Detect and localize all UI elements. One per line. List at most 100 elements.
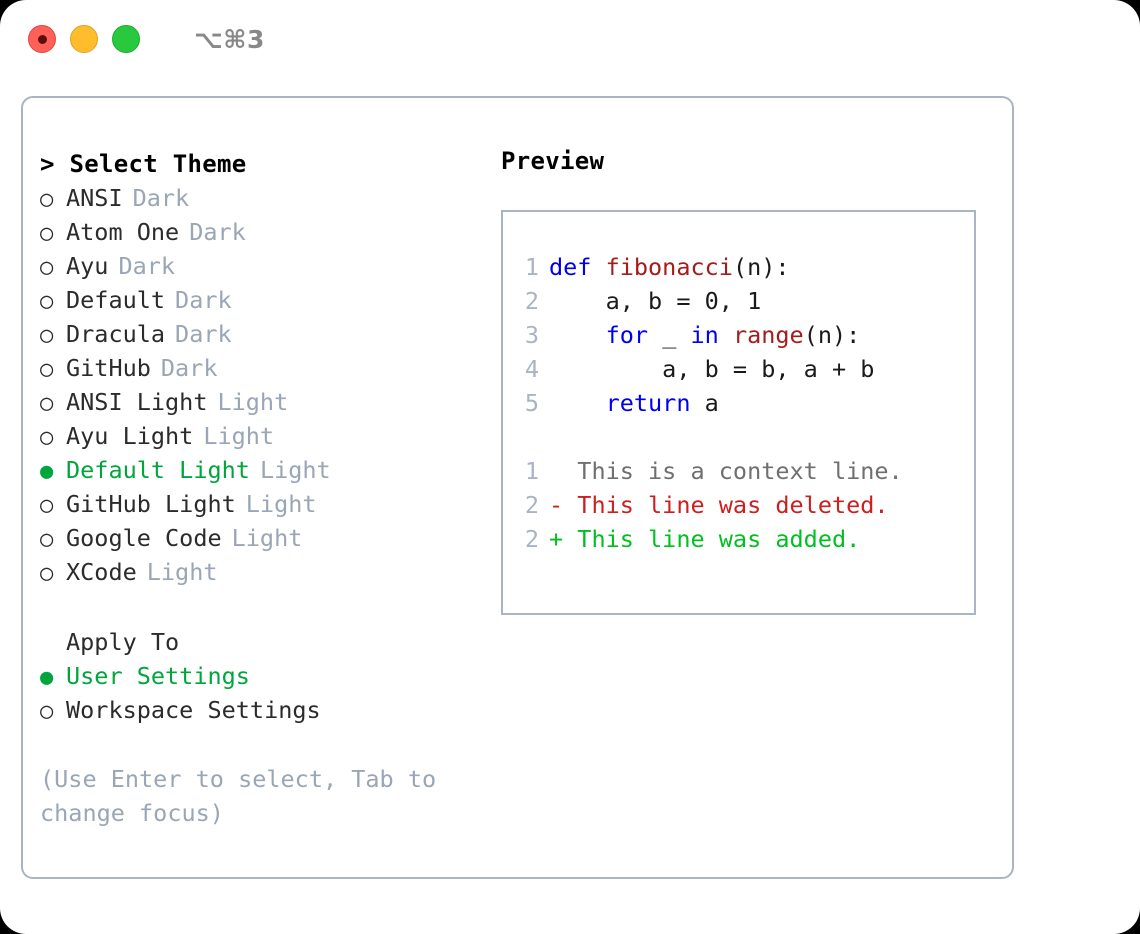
code-token: fibonacci (605, 253, 733, 281)
theme-variant-tag: Light (217, 388, 289, 416)
theme-list-item[interactable]: ○ Ayu Light Light (40, 419, 500, 453)
code-token (549, 321, 606, 349)
line-number: 1 (524, 253, 539, 281)
apply-to-name: User Settings (66, 662, 250, 690)
radio-unselected-icon: ○ (40, 493, 54, 518)
theme-variant-tag: Dark (118, 252, 176, 280)
theme-list-item[interactable]: ○ Ayu Dark (40, 249, 500, 283)
close-button[interactable] (28, 25, 56, 53)
diff-text: This is a context line. (577, 457, 903, 485)
apply-to-item[interactable]: ○Workspace Settings (40, 693, 500, 727)
line-number: 3 (524, 321, 539, 349)
theme-name: Ayu Light (66, 422, 194, 450)
code-token (719, 321, 733, 349)
theme-list-item[interactable]: ○ ANSI Dark (40, 181, 500, 215)
preview-title: Preview (501, 147, 605, 175)
theme-variant-tag: Dark (160, 354, 218, 382)
code-token: def (549, 253, 606, 281)
theme-name: Google Code (66, 524, 222, 552)
select-theme-heading-label: > Select Theme (40, 150, 247, 178)
diff-text: This line was added. (577, 525, 861, 553)
diff-marker (549, 457, 577, 485)
radio-unselected-icon: ○ (40, 391, 54, 416)
theme-variant-tag: Dark (132, 184, 190, 212)
code-token (549, 389, 606, 417)
code-token: for (605, 321, 649, 349)
code-blank-line (513, 420, 903, 454)
code-token: _ (648, 321, 691, 349)
code-token: a, b = b, a + b (549, 355, 875, 383)
theme-name: GitHub Light (66, 490, 236, 518)
theme-variant-tag: Light (259, 456, 331, 484)
diff-line: 2- This line was deleted. (513, 488, 903, 522)
line-number: 4 (524, 355, 539, 383)
theme-list-item[interactable]: ○ ANSI Light Light (40, 385, 500, 419)
theme-list-item[interactable]: ○ GitHub Light Light (40, 487, 500, 521)
radio-unselected-icon: ○ (40, 221, 54, 246)
code-line: 1 def fibonacci(n): (513, 250, 903, 284)
apply-to-item[interactable]: ● User Settings (40, 659, 500, 693)
radio-unselected-icon: ○ (40, 527, 54, 552)
radio-unselected-icon: ○ (40, 323, 54, 348)
section-spacer (40, 589, 500, 625)
code-token: a, b = 0, 1 (549, 287, 762, 315)
code-token: range (732, 321, 804, 349)
code-line: 2 a, b = 0, 1 (513, 284, 903, 318)
line-number: 2 (524, 491, 539, 519)
radio-selected-icon: ● (40, 665, 54, 690)
line-number: 5 (524, 389, 539, 417)
theme-list-item[interactable]: ○ Default Dark (40, 283, 500, 317)
diff-marker: + (549, 525, 578, 553)
theme-variant-tag: Light (203, 422, 275, 450)
code-line: 5 return a (513, 386, 903, 420)
code-token: (n): (732, 253, 790, 281)
theme-name: Ayu (66, 252, 109, 280)
diff-text: This line was deleted. (577, 491, 889, 519)
theme-list-item[interactable]: ○ XCode Light (40, 555, 500, 589)
theme-name: Default Light (66, 456, 250, 484)
code-line: 3 for _ in range(n): (513, 318, 903, 352)
theme-variant-tag: Dark (175, 320, 232, 348)
theme-variant-tag: Dark (175, 286, 232, 314)
radio-unselected-icon: ○ (40, 425, 54, 450)
theme-name: ANSI (66, 184, 123, 212)
radio-unselected-icon: ○ (40, 255, 54, 280)
apply-to-bullet-spacer: ○ (40, 627, 66, 661)
apply-to-name: Workspace Settings (66, 696, 321, 724)
maximize-button[interactable] (112, 25, 140, 53)
code-token: a (690, 389, 719, 417)
line-number: 2 (524, 525, 539, 553)
theme-variant-tag: Light (146, 558, 218, 586)
minimize-button[interactable] (70, 25, 98, 53)
theme-variant-tag: Light (245, 490, 317, 518)
theme-name: ANSI Light (66, 388, 208, 416)
apply-to-list: ● User Settings ○Workspace Settings (40, 659, 500, 727)
theme-name: Default (66, 286, 166, 314)
radio-unselected-icon: ○ (40, 357, 54, 382)
radio-unselected-icon: ○ (40, 561, 54, 586)
apply-to-label: Apply To (66, 628, 180, 656)
theme-name: XCode (66, 558, 137, 586)
apply-to-heading: ○ Apply To (40, 625, 500, 659)
diff-marker: - (549, 491, 578, 519)
title-bar: ⌥⌘3 (0, 0, 1140, 78)
code-token: return (605, 389, 691, 417)
diff-line: 1 This is a context line. (513, 454, 903, 488)
radio-unselected-icon: ○ (40, 289, 54, 314)
line-number: 2 (524, 287, 539, 315)
radio-unselected-icon: ○ (40, 187, 54, 212)
theme-variant-tag: Dark (189, 218, 246, 246)
window-title: ⌥⌘3 (194, 24, 265, 54)
line-number: 1 (524, 457, 539, 485)
